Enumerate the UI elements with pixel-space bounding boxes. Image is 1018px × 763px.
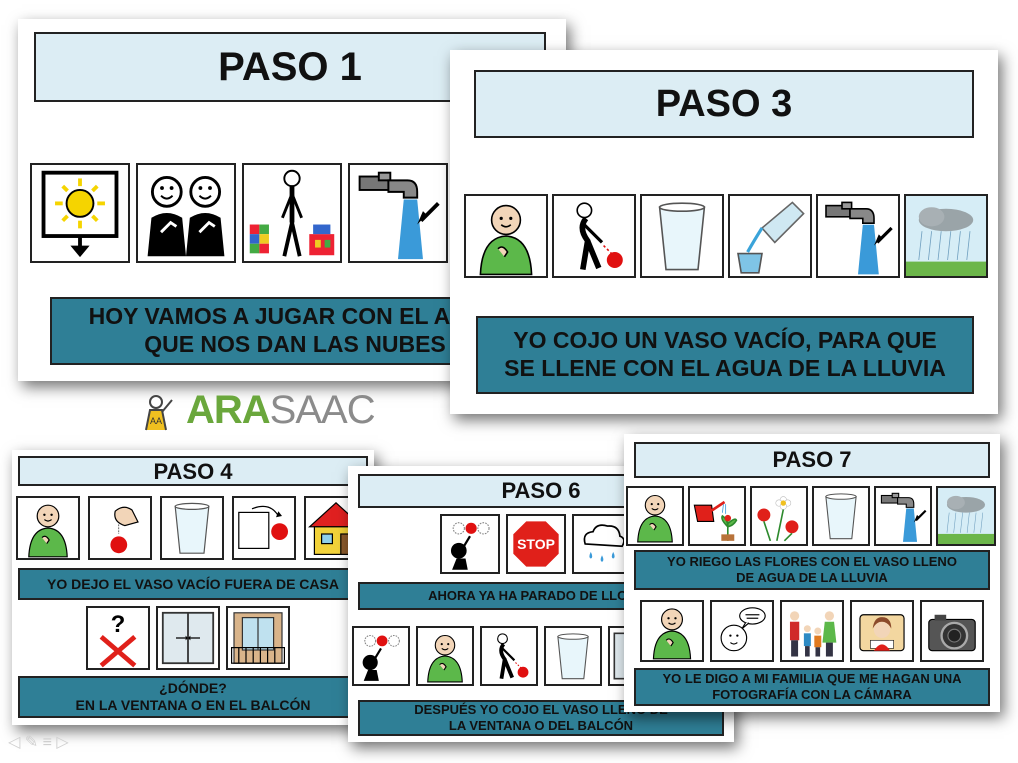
arasaac-logo: AA ARASAAC bbox=[136, 388, 386, 436]
logo-ara: ARA bbox=[186, 388, 271, 432]
prev-slide-icon[interactable]: ◁ bbox=[8, 734, 21, 751]
card-caption-1: YO DEJO EL VASO VACÍO FUERA DE CASA bbox=[18, 568, 368, 600]
flowers-icon bbox=[750, 486, 808, 546]
child-icon bbox=[640, 600, 704, 662]
camera-icon bbox=[920, 600, 984, 662]
kids-icon bbox=[136, 163, 236, 263]
family-icon bbox=[780, 600, 844, 662]
question-icon bbox=[86, 606, 150, 670]
card-caption: YO COJO UN VASO VACÍO, PARA QUE SE LLENE… bbox=[476, 316, 974, 394]
logo-figure-icon: AA bbox=[145, 395, 173, 431]
watering-icon bbox=[688, 486, 746, 546]
pick-up-icon bbox=[480, 626, 538, 686]
card-paso-4: PASO 4 YO DEJO EL VASO VACÍO FUERA DE CA… bbox=[12, 450, 374, 725]
glass-icon bbox=[812, 486, 870, 546]
slideshow-controls: ◁ ✎ ≡ ▷ bbox=[8, 732, 69, 752]
pour-icon bbox=[728, 194, 812, 278]
sun-icon bbox=[30, 163, 130, 263]
next-slide-icon[interactable]: ▷ bbox=[56, 734, 69, 751]
drop-icon bbox=[88, 496, 152, 560]
card-paso-3: PASO 3 YO COJO UN VASO VACÍO, PARA QUE S… bbox=[450, 50, 998, 414]
now-icon bbox=[440, 514, 500, 574]
logo-wordmark: ARASAAC bbox=[186, 388, 376, 433]
child-icon bbox=[626, 486, 684, 546]
logo-saac: SAAC bbox=[269, 388, 376, 432]
out-icon bbox=[232, 496, 296, 560]
rain-icon bbox=[572, 514, 632, 574]
glass-icon bbox=[544, 626, 602, 686]
menu-icon[interactable]: ≡ bbox=[42, 734, 52, 751]
balcony-icon bbox=[226, 606, 290, 670]
tap-icon bbox=[816, 194, 900, 278]
card-caption-2: DESPUÉS YO COJO EL VASO LLENO DE LA VENT… bbox=[358, 700, 724, 736]
stop-sign-label: STOP bbox=[517, 536, 555, 552]
card-paso-7: PASO 7 YO RIEGO LAS FLORES CON EL VASO L… bbox=[624, 434, 1000, 712]
tap-icon bbox=[348, 163, 448, 263]
card-title: PASO 3 bbox=[474, 70, 974, 138]
play-icon bbox=[242, 163, 342, 263]
card-caption-1: YO RIEGO LAS FLORES CON EL VASO LLENO DE… bbox=[634, 550, 990, 590]
child-icon bbox=[16, 496, 80, 560]
pen-icon[interactable]: ✎ bbox=[24, 734, 39, 751]
now-icon bbox=[352, 626, 410, 686]
card-title: PASO 4 bbox=[18, 456, 368, 486]
pick-up-icon bbox=[552, 194, 636, 278]
rain-cloud-icon bbox=[936, 486, 996, 546]
stop-icon: STOP bbox=[506, 514, 566, 574]
card-title: PASO 7 bbox=[634, 442, 990, 478]
speak-icon bbox=[710, 600, 774, 662]
window-icon bbox=[156, 606, 220, 670]
svg-text:AA: AA bbox=[150, 416, 162, 426]
child-icon bbox=[464, 194, 548, 278]
card-caption-2: YO LE DIGO A MI FAMILIA QUE ME HAGAN UNA… bbox=[634, 668, 990, 706]
glass-icon bbox=[160, 496, 224, 560]
card-paso-6: PASO 6 STOP AHORA YA HA PARADO DE LLOVER… bbox=[348, 466, 734, 742]
tap-icon bbox=[874, 486, 932, 546]
photo-icon bbox=[850, 600, 914, 662]
glass-icon bbox=[640, 194, 724, 278]
rain-cloud-icon bbox=[904, 194, 988, 278]
child-icon bbox=[416, 626, 474, 686]
card-caption-2: ¿DÓNDE? EN LA VENTANA O EN EL BALCÓN bbox=[18, 676, 368, 718]
